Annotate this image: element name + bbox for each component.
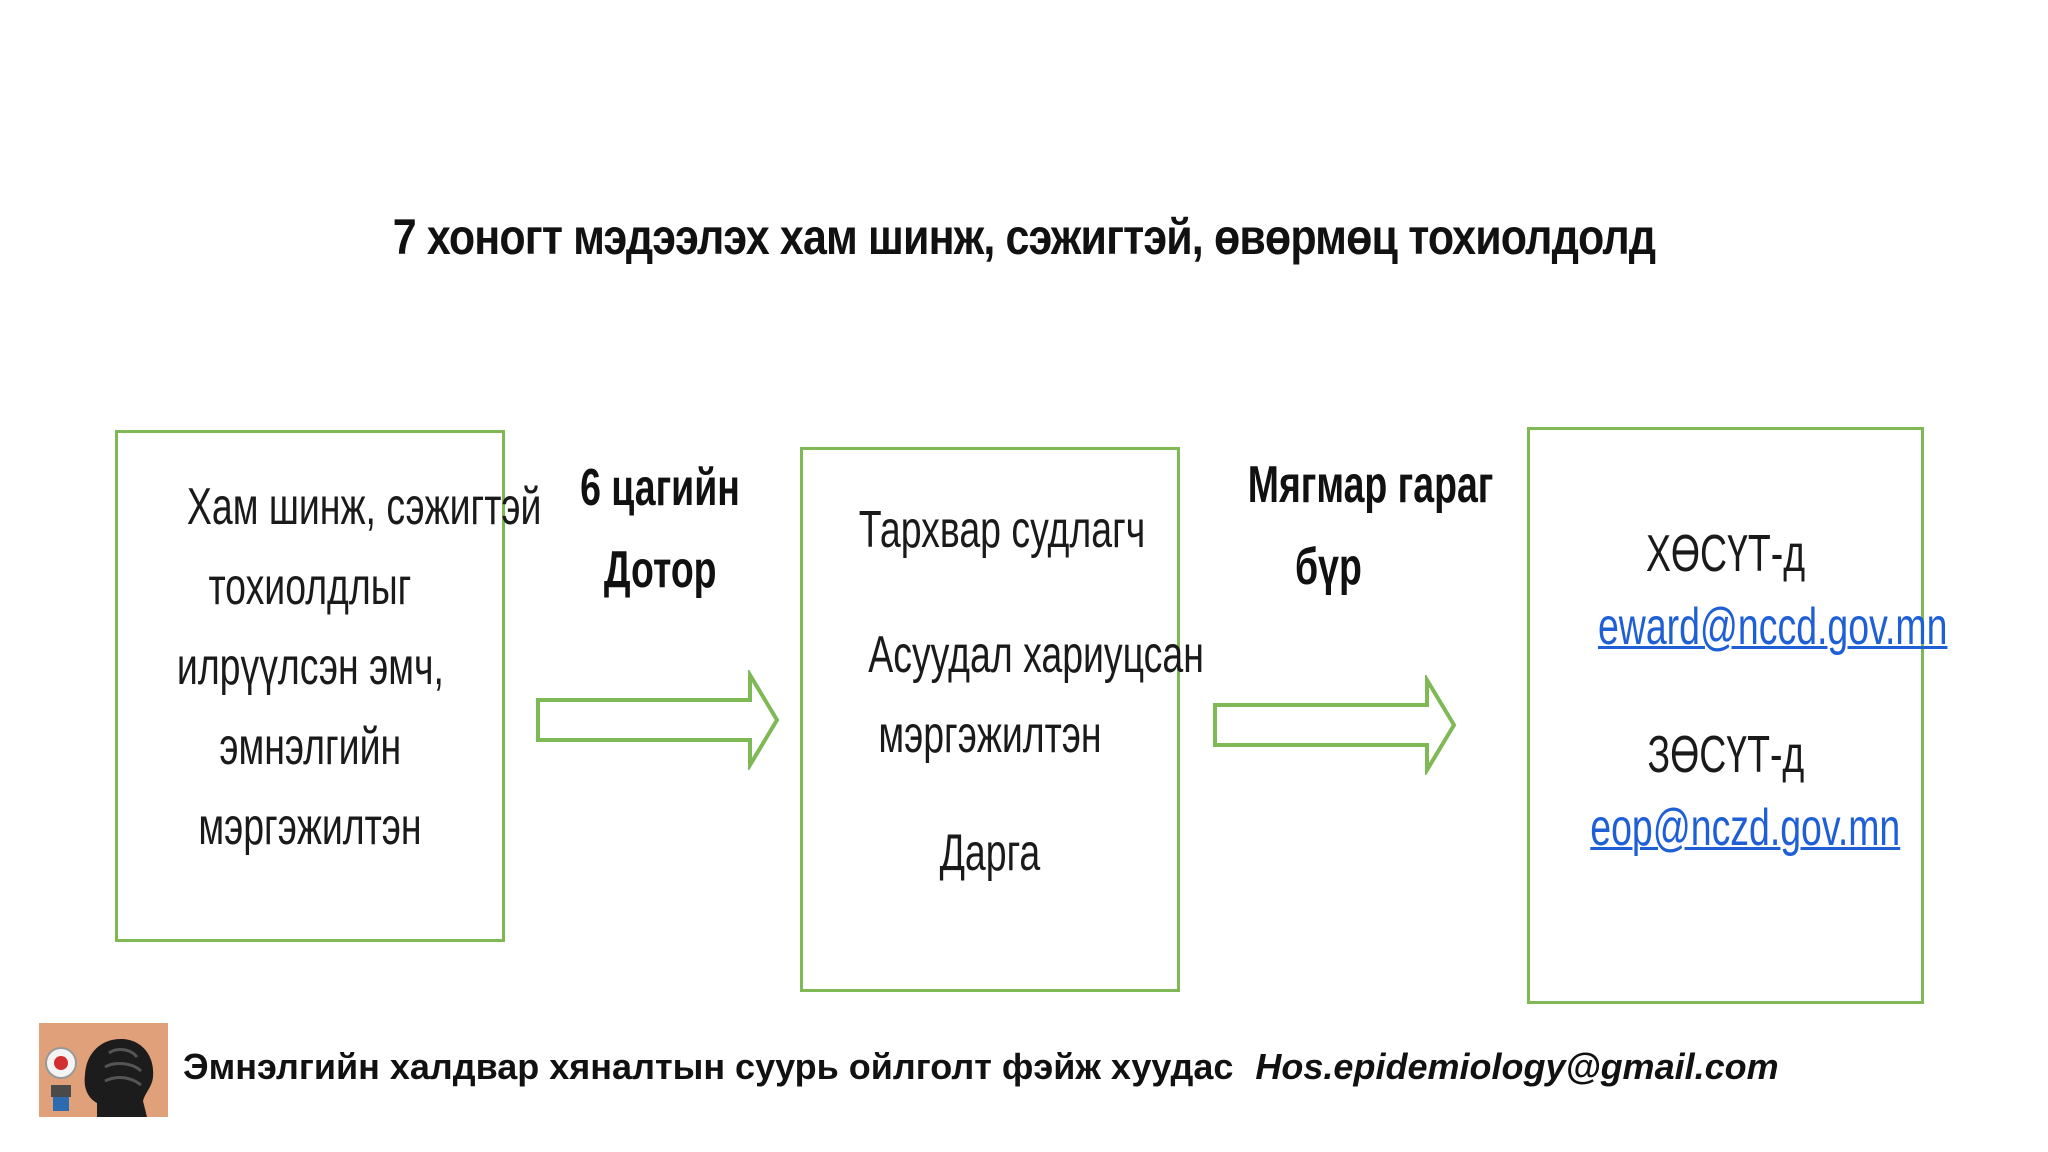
slide-title-text: 7 хоногт мэдээлэх хам шинж, сэжигтэй, өв… [392, 209, 1656, 265]
arrow1-label-line2: Дотор [603, 541, 717, 599]
arrow1-label: 6 цагийн Дотор [540, 458, 780, 600]
arrow-right-icon [536, 670, 780, 770]
epidemiologist-box-line: Тархвар судлагч [858, 501, 1146, 559]
source-box-line: тохиолдлыг [208, 558, 412, 616]
center-box-org2: ЗӨСҮТ-д [1647, 726, 1804, 784]
center-box-org1: ХӨСҮТ-д [1645, 525, 1806, 583]
arrow1-label-line1: 6 цагийн [580, 459, 740, 517]
epidemiologist-box-line: мэргэжилтэн [878, 706, 1102, 764]
email-link-nccd[interactable]: eward@nccd.gov.mn [1597, 598, 1948, 656]
source-box-line: мэргэжилтэн [198, 798, 422, 856]
footer: Эмнэлгийн халдвар хяналтын суурь ойлголт… [183, 1046, 1779, 1088]
footer-caption: Эмнэлгийн халдвар хяналтын суурь ойлголт… [183, 1046, 1234, 1087]
arrow-right-icon [1213, 675, 1457, 775]
arrow2-label-line2: бүр [1294, 538, 1362, 596]
center-box: ХӨСҮТ-д eward@nccd.gov.mn ЗӨСҮТ-д eop@nc… [1527, 427, 1947, 1004]
epidemiologist-box: Тархвар судлагч Асуудал хариуцсан мэргэж… [800, 447, 1204, 992]
epidemiologist-box-line: Дарга [939, 824, 1041, 882]
arrow2-label: Мягмар гараг бүр [1200, 455, 1494, 597]
source-box-line: илрүүлсэн эмч, [176, 638, 444, 696]
footer-email: Hos.epidemiology@gmail.com [1255, 1046, 1779, 1087]
source-box-line: эмнэлгийн [219, 718, 401, 776]
slide-title: 7 хоногт мэдээлэх хам шинж, сэжигтэй, өв… [143, 208, 1904, 266]
arrow2-label-line1: Мягмар гараг [1247, 456, 1494, 514]
page-logo-icon [39, 1023, 168, 1117]
source-box: Хам шинж, сэжигтэй тохиолдлыг илрүүлсэн … [115, 430, 542, 942]
source-box-line: Хам шинж, сэжигтэй [186, 478, 542, 536]
epidemiologist-box-line: Асуудал хариуцсан [868, 626, 1204, 684]
email-link-nczd[interactable]: eop@nczd.gov.mn [1590, 799, 1901, 857]
